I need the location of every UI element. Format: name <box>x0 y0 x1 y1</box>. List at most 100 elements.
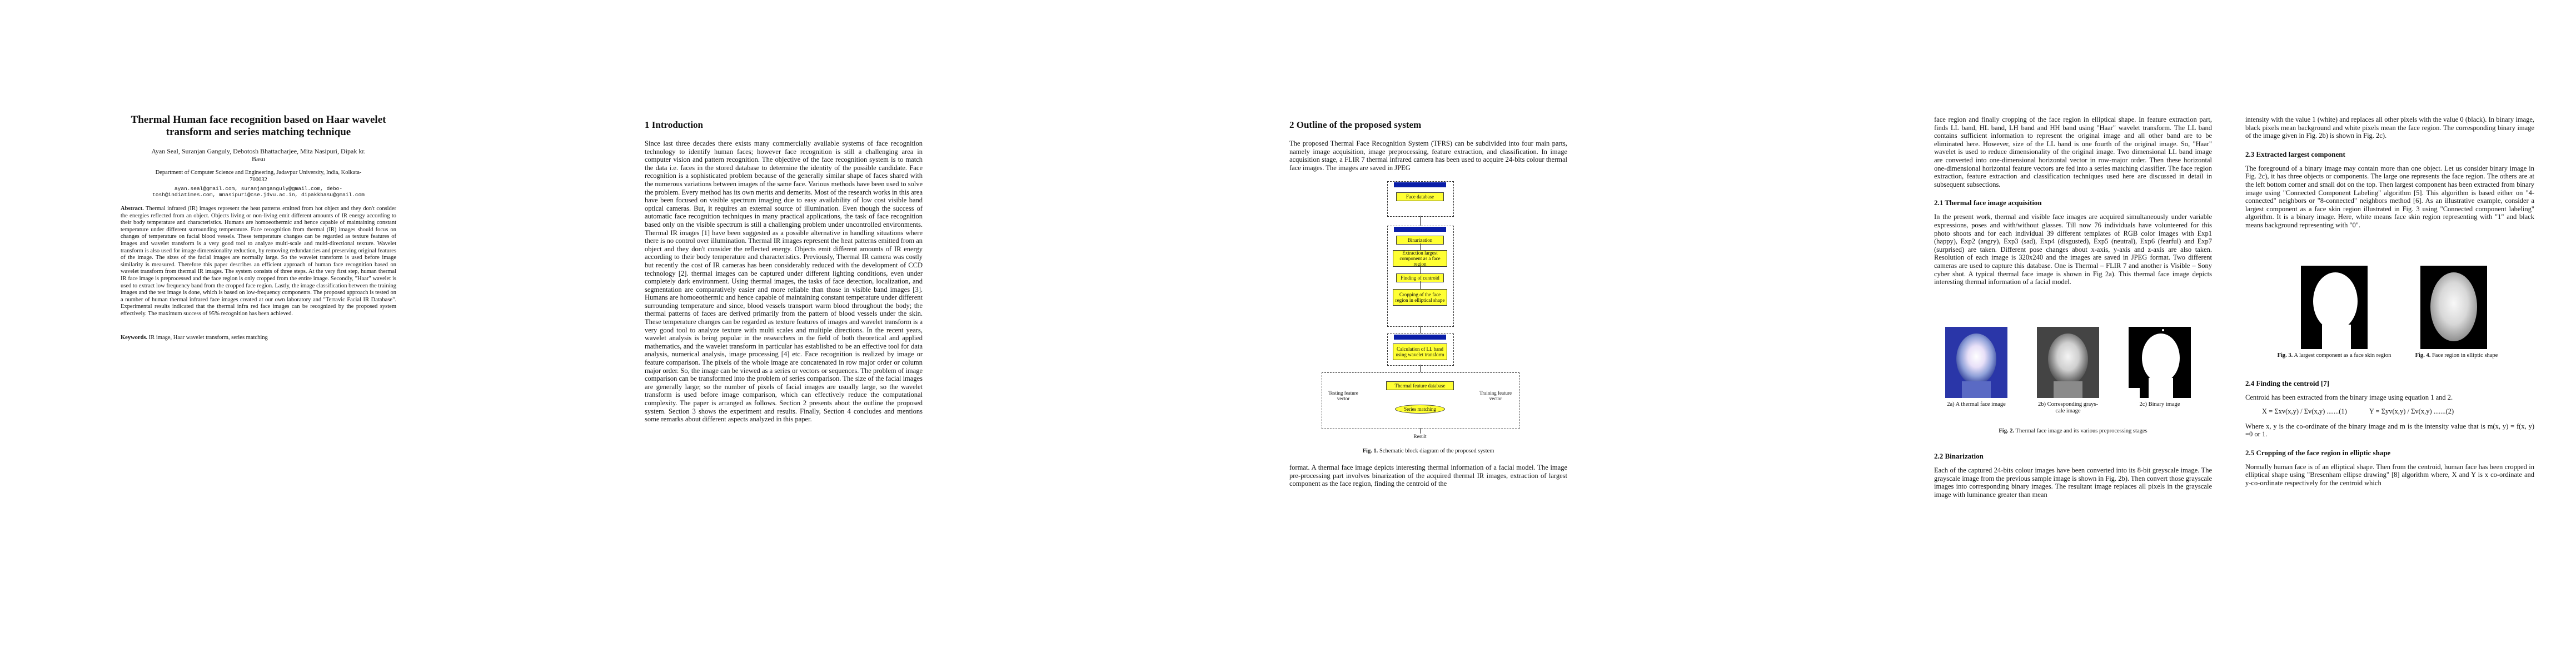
page4-column-b-lower: 2.4 Finding the centroid [7] Centroid ha… <box>2245 369 2534 493</box>
fig1-caption-block: Fig. 1. Schematic block diagram of the p… <box>1289 448 1567 455</box>
page4-column-b: intensity with the value 1 (white) and r… <box>2245 116 2534 235</box>
fig2b-line-2: cale image <box>2055 408 2081 414</box>
fig1-label: Fig. 1. <box>1362 448 1378 454</box>
block-header-bar <box>1394 182 1446 187</box>
authors: Ayan Seal, Suranjan Ganguly, Debotosh Bh… <box>114 147 403 163</box>
block-header-bar <box>1394 227 1446 232</box>
subsection-2-4: 2.4 Finding the centroid [7] <box>2245 379 2330 387</box>
feature-paragraph: face region and finally cropping of the … <box>1934 116 2212 188</box>
arrow <box>1420 428 1421 434</box>
page-2: 1 Introduction Since last three decades … <box>645 0 1267 667</box>
authors-line-2: Basu <box>252 155 265 163</box>
subsection-2-1: 2.1 Thermal face image acquisition <box>1934 198 2042 207</box>
fig4-caption-text: Face region in elliptic shape <box>2431 352 2498 359</box>
figure-2: 2a) A thermal face image 2b) Correspondi… <box>1934 327 2212 424</box>
fig4-caption: Fig. 4. Face region in elliptic shape <box>2401 352 2512 359</box>
section-heading: 2 Outline of the proposed system <box>1289 120 1422 130</box>
result-label: Result <box>1413 434 1427 439</box>
face-database-box: Face database <box>1396 192 1444 201</box>
preprocessing-block <box>1387 226 1454 327</box>
keywords: Keywords. IR image, Haar wavelet transfo… <box>114 335 403 341</box>
equation-1: X = Σxv(x,y) / Σv(x,y) .......(1) <box>2262 407 2347 415</box>
figures-3-4: Fig. 3. A largest component as a face sk… <box>2245 266 2534 399</box>
fig2a-label: 2a) A thermal face image <box>1947 401 2006 407</box>
grayscale-face-image <box>2037 327 2099 398</box>
cropping-box: Cropping of the face region in elliptica… <box>1393 289 1447 306</box>
fig2-label: Fig. 2. <box>1999 428 2015 434</box>
binarization-paragraph: Each of the captured 24-bits colour imag… <box>1934 466 2212 499</box>
classification-block <box>1322 372 1519 429</box>
authors-line-1: Ayan Seal, Suranjan Ganguly, Debotosh Bh… <box>151 147 366 155</box>
fig1-caption: Fig. 1. Schematic block diagram of the p… <box>1289 448 1567 455</box>
introduction-section: 1 Introduction Since last three decades … <box>645 120 923 429</box>
arrow <box>1420 266 1421 273</box>
fig2-caption-block: Fig. 2. Thermal face image and its vario… <box>1934 428 2212 435</box>
centroid-equations: X = Σxv(x,y) / Σv(x,y) .......(1) Y = Σy… <box>2245 407 2534 416</box>
intro-paragraph: Since last three decades there exists ma… <box>645 140 923 424</box>
fig2-caption-text: Thermal face image and its various prepr… <box>2015 428 2148 434</box>
email-line-1: ayan.seal@gmail.com, suranjanganguly@gma… <box>174 186 343 192</box>
title-line-1: Thermal Human face recognition based on … <box>131 114 386 126</box>
fig3-label: Fig. 3. <box>2277 352 2293 359</box>
page4-column-a: face region and finally cropping of the … <box>1934 116 2212 292</box>
largest-component-paragraph: The foreground of a binary image may con… <box>2245 164 2534 229</box>
outline-section: 2 Outline of the proposed system The pro… <box>1289 120 1567 177</box>
binary-face-image <box>2129 327 2191 398</box>
largest-component-box: Extraction largest component as a face r… <box>1393 250 1447 267</box>
ll-band-box: Calculation of LL band using wavelet tra… <box>1393 344 1447 360</box>
email-line-2: tosh@indiatimes.com, mnasipuri@cse.jdvu.… <box>152 192 365 198</box>
arrow <box>1420 326 1421 334</box>
arrow <box>1420 243 1421 250</box>
fig4-label: Fig. 4. <box>2415 352 2431 359</box>
fig2b-line-1: 2b) Corresponding grays- <box>2038 401 2098 407</box>
fig2c-label: 2c) Binary image <box>2139 401 2180 407</box>
keywords-text: IR image, Haar wavelet transform, series… <box>148 334 268 341</box>
section-heading: 1 Introduction <box>645 120 704 130</box>
elliptic-face-image <box>2420 266 2487 349</box>
equation-2: Y = Σyv(x,y) / Σv(x,y) .......(2) <box>2369 407 2454 415</box>
fig2-caption: Fig. 2. Thermal face image and its vario… <box>1934 428 2212 435</box>
keywords-label: Keywords. <box>121 334 148 341</box>
arrow <box>1420 216 1421 226</box>
affiliation-line-2: 700032 <box>250 176 267 183</box>
acquisition-paragraph: In the present work, thermal and visible… <box>1934 213 2212 286</box>
page-3: 2 Outline of the proposed system The pro… <box>1289 0 1912 667</box>
abstract: Abstract. Thermal infrared (IR) images r… <box>114 206 403 318</box>
page4-column-a-lower: 2.2 Binarization Each of the captured 24… <box>1934 442 2212 504</box>
affiliation: Department of Computer Science and Engin… <box>114 170 403 183</box>
block-diagram: Face database Binarization Extraction la… <box>1289 177 1567 441</box>
fig1-caption-text: Schematic block diagram of the proposed … <box>1379 448 1494 454</box>
outline-paragraph-1: The proposed Thermal Face Recognition Sy… <box>1289 140 1567 172</box>
abstract-label: Abstract. <box>121 206 144 212</box>
arrow <box>1420 281 1421 289</box>
equation-explanation: Where x, y is the co-ordinate of the bin… <box>2245 422 2534 439</box>
block-header-bar <box>1394 335 1446 340</box>
outline-paragraph-2-block: format. A thermal face image depicts int… <box>1289 464 1567 494</box>
subsection-2-3: 2.3 Extracted largest component <box>2245 150 2345 158</box>
page-1: Thermal Human face recognition based on … <box>0 0 622 667</box>
training-database-box: Thermal feature database <box>1386 381 1454 390</box>
fig3-caption-text: A largest component as a face skin regio… <box>2294 352 2391 359</box>
testing-vector-label: Testing feature vector <box>1328 390 1358 401</box>
training-vector-label: Training feature vector <box>1479 390 1512 401</box>
abstract-text: Thermal infrared (IR) images represent t… <box>121 206 397 317</box>
emails: ayan.seal@gmail.com, suranjanganguly@gma… <box>114 186 403 198</box>
fig2b-label: 2b) Corresponding grays- cale image <box>2031 401 2105 415</box>
centroid-paragraph: Centroid has been extracted from the bin… <box>2245 394 2453 401</box>
cropping-paragraph: Normally human face is of an elliptical … <box>2245 462 2534 487</box>
thermal-face-image <box>1945 327 2007 398</box>
subsection-2-2: 2.2 Binarization <box>1934 452 1984 460</box>
fig3-caption: Fig. 3. A largest component as a face sk… <box>2268 352 2401 359</box>
title-block: Thermal Human face recognition based on … <box>114 114 403 341</box>
largest-component-image <box>2301 266 2368 349</box>
affiliation-line-1: Department of Computer Science and Engin… <box>155 170 362 176</box>
acquisition-block <box>1387 181 1454 217</box>
subsection-2-5: 2.5 Cropping of the face region in ellip… <box>2245 448 2391 457</box>
title-line-2: transform and series matching technique <box>166 126 351 138</box>
page-4: face region and finally cropping of the … <box>1934 0 2557 667</box>
outline-paragraph-2: format. A thermal face image depicts int… <box>1289 464 1567 488</box>
binary-paragraph: intensity with the value 1 (white) and r… <box>2245 116 2534 140</box>
feature-extraction-block <box>1387 334 1454 366</box>
paper-title: Thermal Human face recognition based on … <box>114 114 403 138</box>
arrow <box>1420 365 1421 372</box>
